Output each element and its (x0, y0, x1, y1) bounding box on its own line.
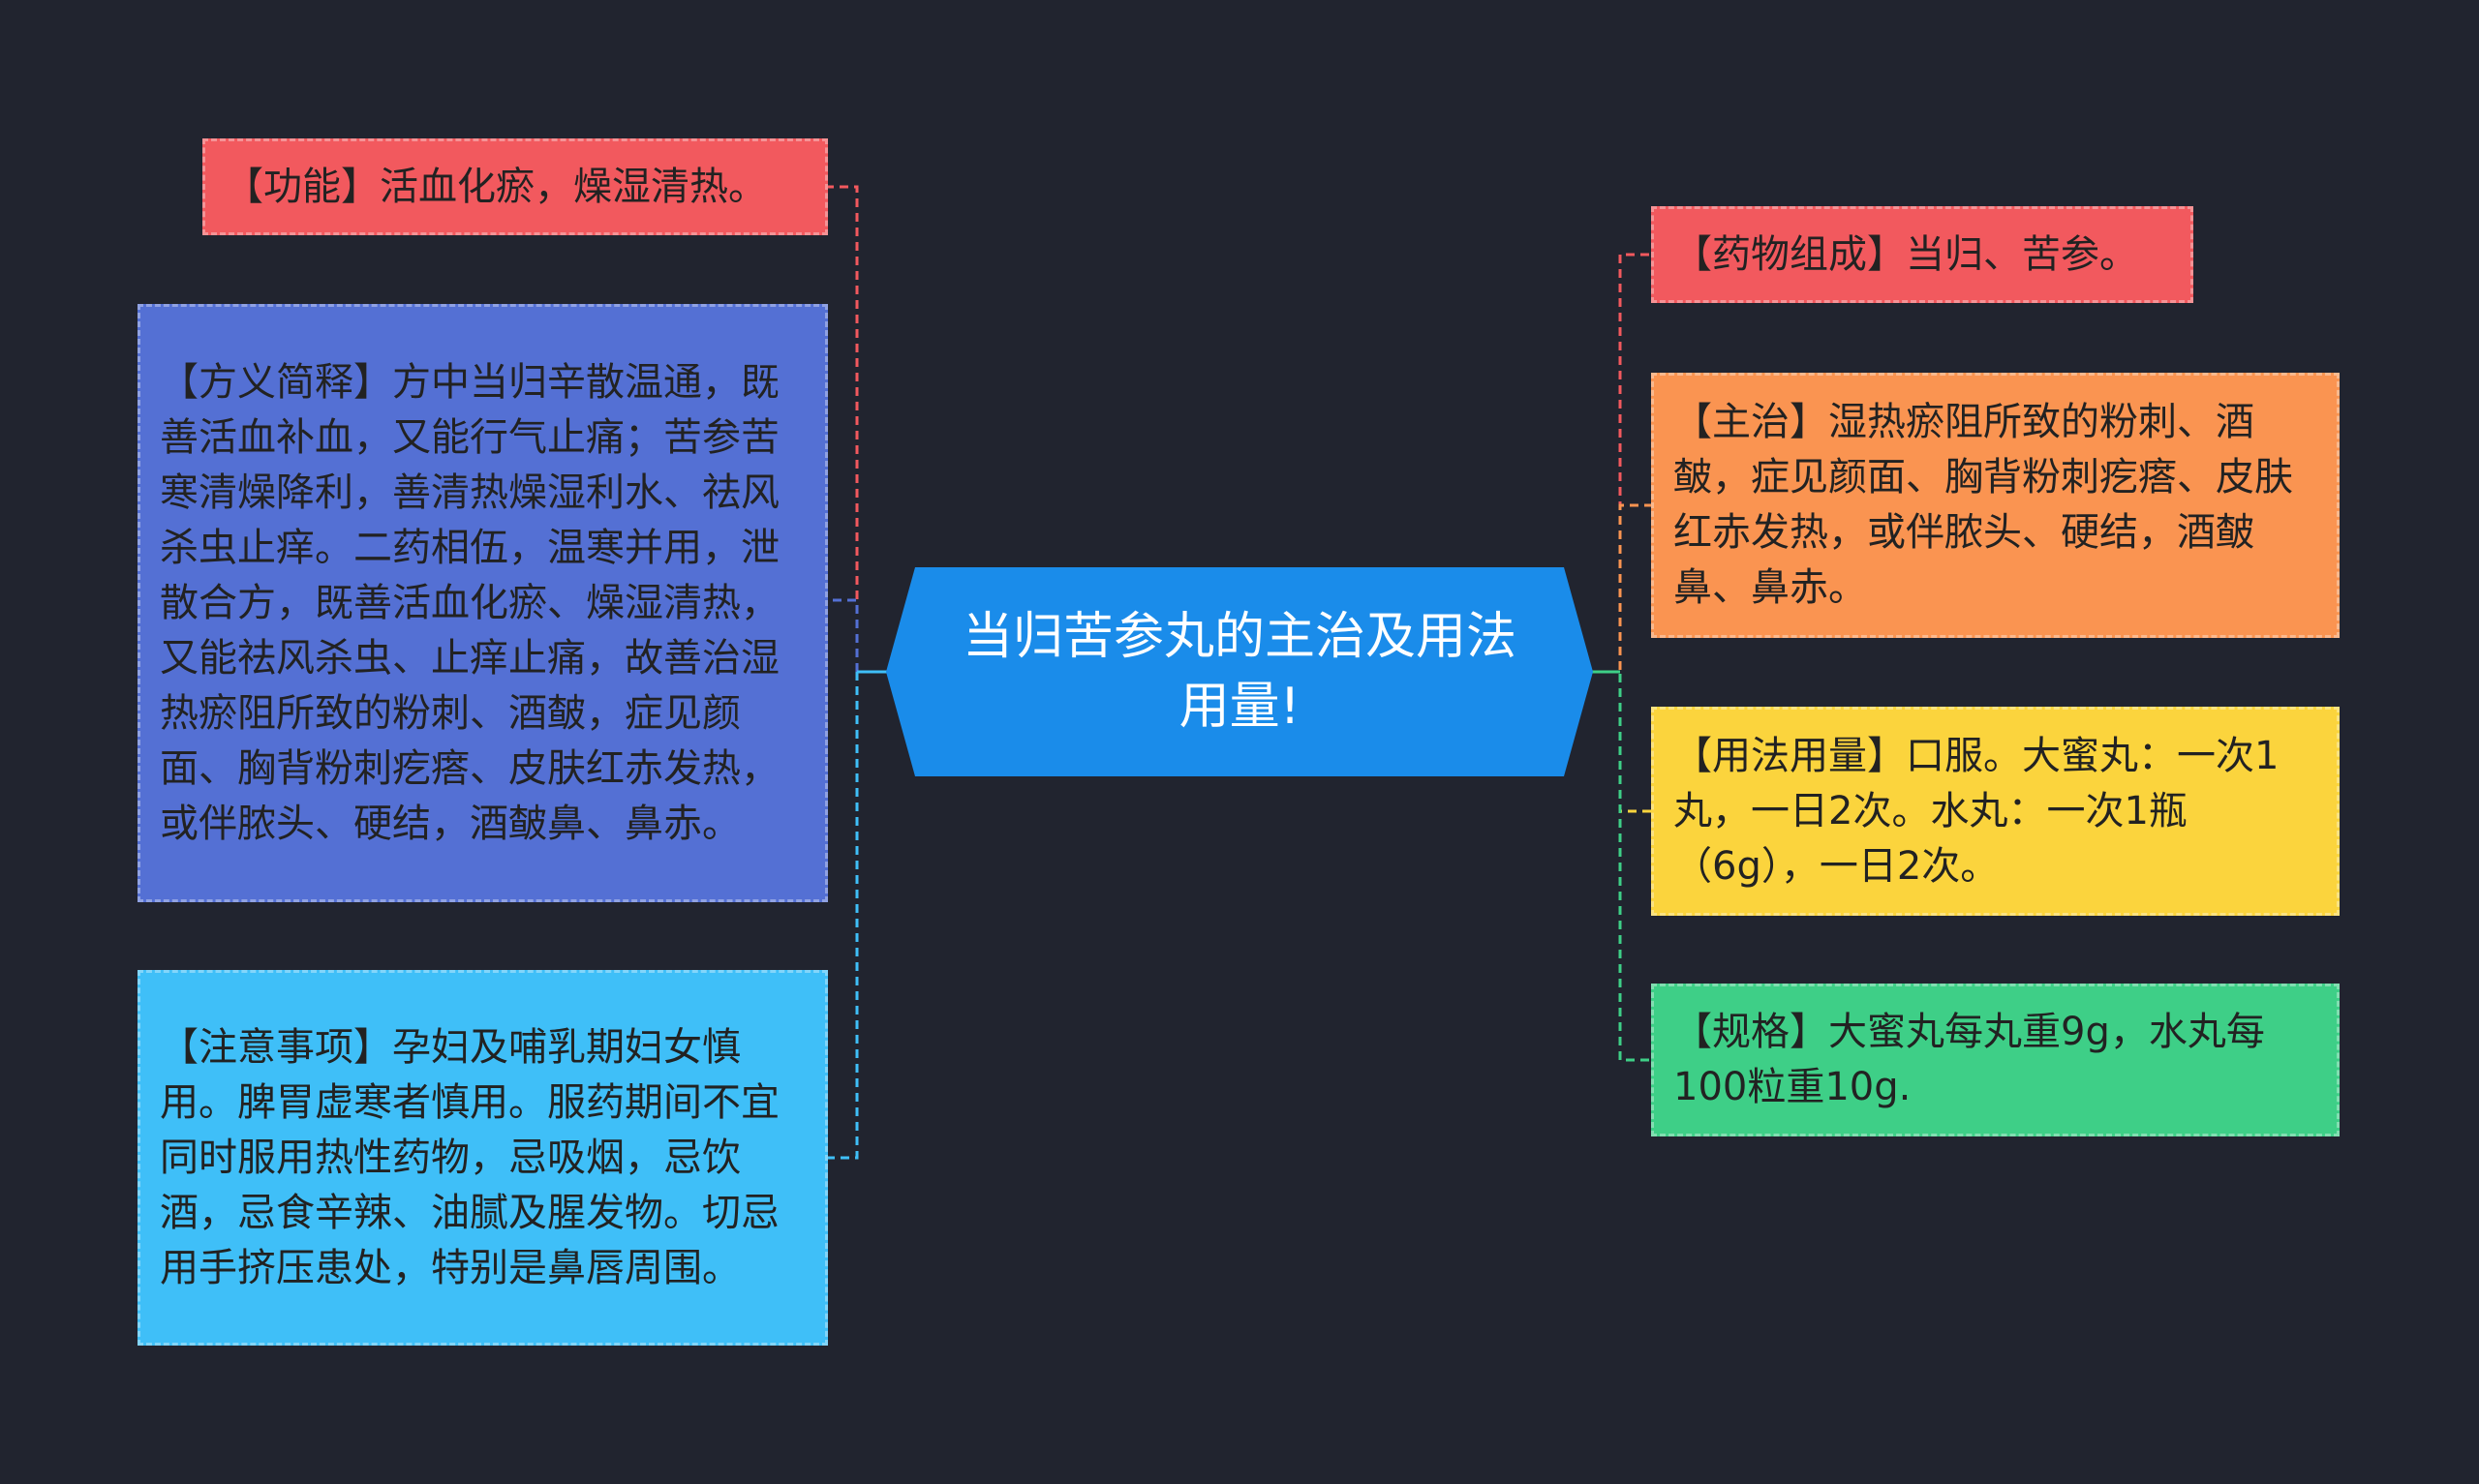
topic-indications-text: 【主治】湿热瘀阻所致的粉刺、酒皶，症见颜面、胸背粉刺疙瘩、皮肤红赤发热，或伴脓头… (1673, 400, 2293, 610)
topic-formula-explanation[interactable]: 【方义简释】方中当归辛散温通，既善活血补血，又能行气止痛；苦参苦寒清燥降利，善清… (138, 304, 828, 902)
topic-composition-text: 【药物组成】当归、苦参。 (1673, 231, 2138, 277)
central-node-shape (886, 567, 1593, 776)
topic-specification-text: 【规格】大蜜丸每丸重9g，水丸每100粒重10g. (1673, 1010, 2265, 1109)
topic-function-text: 【功能】活血化瘀，燥湿清热。 (225, 164, 767, 209)
connector-right-spec (1593, 670, 1651, 1062)
central-topic-title: 当归苦参丸的主治及用法用量! (962, 608, 1516, 736)
connector-right-composition (1593, 253, 1651, 674)
topic-cautions-text: 【注意事项】孕妇及哺乳期妇女慎用。脾胃虚寒者慎用。服药期间不宜同时服用热性药物，… (160, 1024, 780, 1290)
connector-right-indication (1593, 503, 1651, 674)
topic-cautions[interactable]: 【注意事项】孕妇及哺乳期妇女慎用。脾胃虚寒者慎用。服药期间不宜同时服用热性药物，… (138, 970, 828, 1346)
connector-left-caution (828, 670, 886, 1160)
topic-function[interactable]: 【功能】活血化瘀，燥湿清热。 (202, 138, 828, 235)
connector-right-dosage (1593, 670, 1651, 813)
central-topic-node[interactable]: 当归苦参丸的主治及用法用量! (886, 567, 1593, 776)
topic-formula-explanation-text: 【方义简释】方中当归辛散温通，既善活血补血，又能行气止痛；苦参苦寒清燥降利，善清… (160, 359, 780, 846)
connector-left-explanation (828, 598, 886, 674)
topic-composition[interactable]: 【药物组成】当归、苦参。 (1651, 206, 2193, 303)
topic-dosage-text: 【用法用量】口服。大蜜丸：一次1丸，一日2次。水丸：一次1瓶（6g），一日2次。 (1673, 733, 2280, 889)
topic-dosage[interactable]: 【用法用量】口服。大蜜丸：一次1丸，一日2次。水丸：一次1瓶（6g），一日2次。 (1651, 707, 2340, 916)
topic-indications[interactable]: 【主治】湿热瘀阻所致的粉刺、酒皶，症见颜面、胸背粉刺疙瘩、皮肤红赤发热，或伴脓头… (1651, 373, 2340, 638)
topic-specification[interactable]: 【规格】大蜜丸每丸重9g，水丸每100粒重10g. (1651, 984, 2340, 1136)
